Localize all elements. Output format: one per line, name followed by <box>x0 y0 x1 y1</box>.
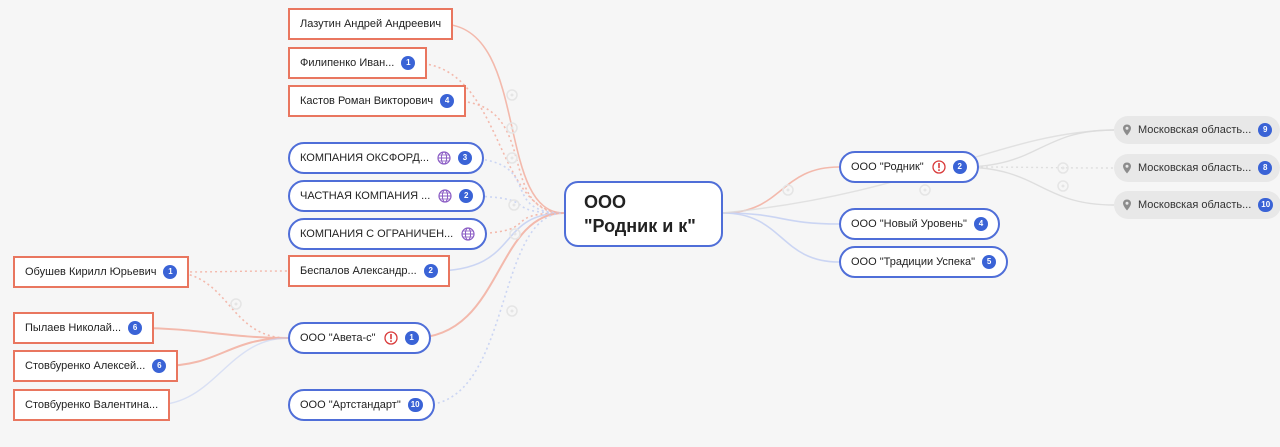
company-node-aveta[interactable]: ООО "Авета-с" 1 <box>288 322 431 354</box>
globe-icon <box>438 189 452 203</box>
count-badge: 6 <box>128 321 143 335</box>
location-pin-icon <box>1123 162 1131 174</box>
count-badge: 1 <box>404 331 419 345</box>
edge-marker-dot <box>510 156 514 160</box>
edge-marker <box>919 184 931 196</box>
person-label: Кастов Роман Викторович <box>300 95 434 107</box>
person-label: Лазутин Андрей Андреевич <box>300 18 442 30</box>
company-node-novy-uroven[interactable]: ООО "Новый Уровень" 4 <box>839 208 1000 240</box>
edge-marker-dot <box>512 203 516 207</box>
globe-icon <box>461 227 475 241</box>
person-node-filipenko[interactable]: Филипенко Иван... 1 <box>288 47 428 79</box>
edge-marker-dot <box>510 126 514 130</box>
globe-icon <box>437 151 451 165</box>
connection-line <box>722 212 840 225</box>
person-node-pylaev[interactable]: Пылаев Николай... 6 <box>13 312 155 344</box>
count-badge: 8 <box>1258 161 1273 175</box>
person-label: Обушев Кирилл Юрьевич <box>25 266 157 278</box>
connection-line <box>137 327 289 339</box>
edge-marker <box>506 122 518 134</box>
person-node-kastov[interactable]: Кастов Роман Викторович 4 <box>288 85 467 117</box>
company-label: ООО "Авета-с" <box>300 332 376 344</box>
edge-marker <box>506 152 518 164</box>
company-label: ООО "Традиции Успека" <box>851 256 976 268</box>
count-badge: 10 <box>1258 198 1274 212</box>
location-pin-icon <box>1123 199 1131 211</box>
person-label: Филипенко Иван... <box>300 57 395 69</box>
edge-marker <box>1057 180 1069 192</box>
count-badge: 5 <box>982 255 997 269</box>
company-node-artstandart[interactable]: ООО "Артстандарт" 10 <box>288 389 435 421</box>
edge-marker <box>782 184 794 196</box>
edge-marker <box>1057 162 1069 174</box>
edge-marker-dot <box>510 93 514 97</box>
count-badge: 3 <box>458 151 473 165</box>
count-badge: 2 <box>952 160 967 174</box>
warning-icon <box>383 331 398 345</box>
location-pin-icon <box>1123 124 1131 136</box>
edge-marker <box>509 228 521 240</box>
connection-line <box>960 166 1115 169</box>
count-badge: 9 <box>1258 123 1273 137</box>
address-node-2[interactable]: Московская область... 8 <box>1114 154 1280 182</box>
edge-marker <box>230 298 242 310</box>
company-label: ООО "Родник" <box>851 161 924 173</box>
address-label: Московская область... <box>1138 162 1252 174</box>
edge-marker-dot <box>1061 166 1065 170</box>
count-badge: 2 <box>423 264 438 278</box>
connection-line <box>160 337 289 367</box>
company-node-rodnik[interactable]: ООО "Родник" 2 <box>839 151 979 183</box>
edge-marker-dot <box>1061 184 1065 188</box>
warning-icon <box>932 160 946 174</box>
person-label: Пылаев Николай... <box>25 322 122 334</box>
connection-line <box>960 166 1115 206</box>
edge-marker-dot <box>234 302 238 306</box>
edge-marker <box>506 305 518 317</box>
person-node-obushev[interactable]: Обушев Кирилл Юрьевич 1 <box>13 256 190 288</box>
company-node-private[interactable]: ЧАСТНАЯ КОМПАНИЯ ... 2 <box>288 180 486 212</box>
company-node-traditsii[interactable]: ООО "Традиции Успека" 5 <box>839 246 1009 278</box>
address-node-1[interactable]: Московская область... 9 <box>1114 116 1280 144</box>
address-label: Московская область... <box>1138 199 1252 211</box>
address-label: Московская область... <box>1138 124 1252 136</box>
center-node[interactable]: ООО "Родник и к" <box>564 181 723 247</box>
company-label: ООО "Артстандарт" <box>300 399 401 411</box>
company-label: ООО "Новый Уровень" <box>851 218 967 230</box>
edge-marker <box>506 89 518 101</box>
person-node-lazutin[interactable]: Лазутин Андрей Андреевич <box>288 8 454 40</box>
edge-marker <box>508 199 520 211</box>
count-badge: 10 <box>407 398 423 412</box>
connection-line <box>722 212 840 263</box>
company-label: КОМПАНИЯ С ОГРАНИЧЕН... <box>300 228 454 240</box>
address-node-3[interactable]: Московская область... 10 <box>1114 191 1280 219</box>
edge-marker-dot <box>510 309 514 313</box>
count-badge: 2 <box>459 189 474 203</box>
connection-line <box>722 166 840 214</box>
company-label: ЧАСТНАЯ КОМПАНИЯ ... <box>300 190 431 202</box>
count-badge: 1 <box>163 265 178 279</box>
company-node-oxford[interactable]: КОМПАНИЯ ОКСФОРД... 3 <box>288 142 485 174</box>
person-node-stovburenko-valentina[interactable]: Стовбуренко Валентина... <box>13 389 171 421</box>
center-node-label: ООО "Родник и к" <box>584 192 696 236</box>
count-badge: 6 <box>152 359 167 373</box>
person-node-stovburenko-aleksey[interactable]: Стовбуренко Алексей... 6 <box>13 350 179 382</box>
company-label: КОМПАНИЯ ОКСФОРД... <box>300 152 430 164</box>
person-node-bespalov[interactable]: Беспалов Александр... 2 <box>288 255 450 287</box>
edge-marker-dot <box>923 188 927 192</box>
person-label: Стовбуренко Валентина... <box>25 399 159 411</box>
person-label: Беспалов Александр... <box>300 265 417 277</box>
company-node-limited[interactable]: КОМПАНИЯ С ОГРАНИЧЕН... <box>288 218 488 250</box>
person-label: Стовбуренко Алексей... <box>25 360 146 372</box>
edge-marker-dot <box>513 232 517 236</box>
connection-line <box>960 129 1115 168</box>
count-badge: 4 <box>973 217 988 231</box>
count-badge: 4 <box>440 94 455 108</box>
count-badge: 1 <box>401 56 416 70</box>
edge-marker-dot <box>786 188 790 192</box>
